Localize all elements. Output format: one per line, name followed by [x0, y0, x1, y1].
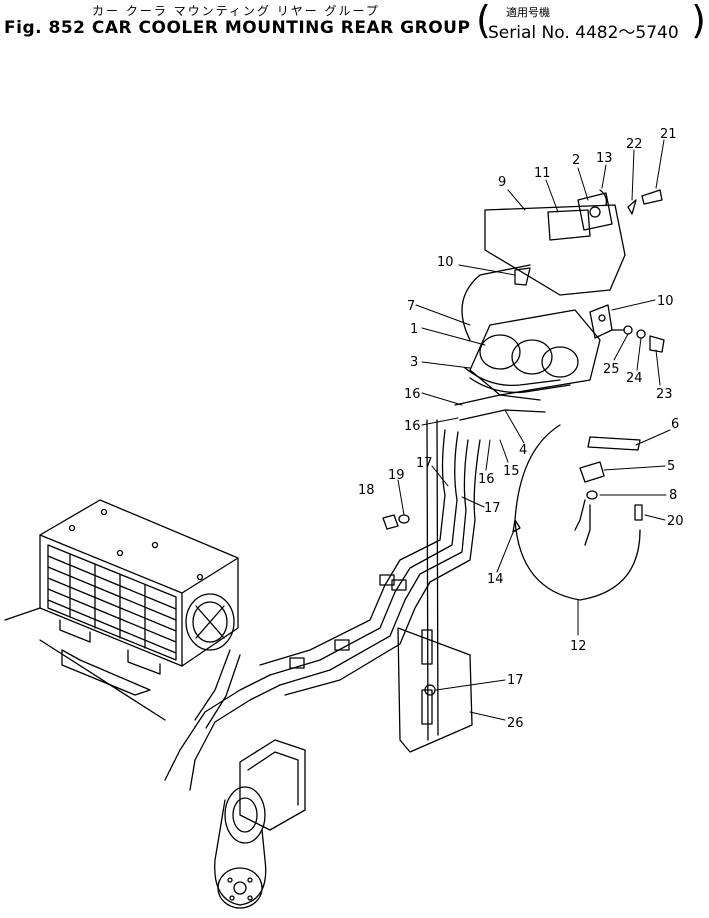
callout-10-right: 10: [657, 294, 674, 309]
part-6-pad: [587, 436, 641, 451]
callout-17-b: 17: [484, 501, 501, 516]
callout-10-upper: 10: [437, 255, 454, 270]
callout-12: 12: [570, 639, 587, 654]
callout-17-c: 17: [507, 673, 524, 688]
callout-21: 21: [660, 127, 677, 142]
paren-close: ): [691, 0, 706, 42]
compressor: [214, 739, 306, 909]
applicability-label: 適用号機: [506, 6, 550, 19]
paren-open: (: [476, 0, 491, 42]
callout-16-b: 16: [404, 419, 421, 434]
callout-labels: 21 2 13 22 11 9 10 10 7 1 3 25 24 23 16 …: [358, 127, 684, 731]
cooler-unit: [461, 189, 665, 396]
callout-22: 22: [626, 137, 643, 152]
callout-25: 25: [603, 362, 620, 377]
callout-8: 8: [669, 488, 677, 503]
callout-1: 1: [410, 322, 418, 337]
callout-24: 24: [626, 371, 643, 386]
callout-7: 7: [407, 299, 415, 314]
callout-20: 20: [667, 514, 684, 529]
refrigerant-piping: [164, 394, 546, 791]
bolt-18: [382, 514, 399, 530]
mounting-plate: [397, 419, 473, 753]
wiring-harness: [512, 424, 643, 601]
callout-13: 13: [596, 151, 613, 166]
serial-range: Serial No. 4482～5740: [488, 23, 679, 43]
callout-23: 23: [656, 387, 673, 402]
leader-lines: [397, 139, 671, 721]
title-japanese: カー クーラ マウンティング リヤー グループ: [92, 4, 380, 18]
serial-range-box: ( 適用号機 Serial No. 4482～5740 ): [476, 0, 708, 43]
callout-15: 15: [503, 464, 520, 479]
callout-4: 4: [519, 443, 527, 458]
washer-19: [398, 514, 410, 524]
figure-title: Fig. 852 CAR COOLER MOUNTING REAR GROUP: [4, 18, 471, 38]
callout-3: 3: [410, 355, 418, 370]
callout-6: 6: [671, 417, 679, 432]
callout-16-a: 16: [404, 387, 421, 402]
callout-26: 26: [507, 716, 524, 731]
callout-18: 18: [358, 483, 375, 498]
condenser-unit: [4, 499, 239, 721]
callout-16-c: 16: [478, 472, 495, 487]
callout-5: 5: [667, 459, 675, 474]
callout-19: 19: [388, 468, 405, 483]
part-5-connector: [579, 461, 605, 483]
callout-11: 11: [534, 166, 551, 181]
callout-17-a: 17: [416, 456, 433, 471]
callout-9: 9: [498, 175, 506, 190]
callout-2: 2: [572, 153, 580, 168]
callout-14: 14: [487, 572, 504, 587]
